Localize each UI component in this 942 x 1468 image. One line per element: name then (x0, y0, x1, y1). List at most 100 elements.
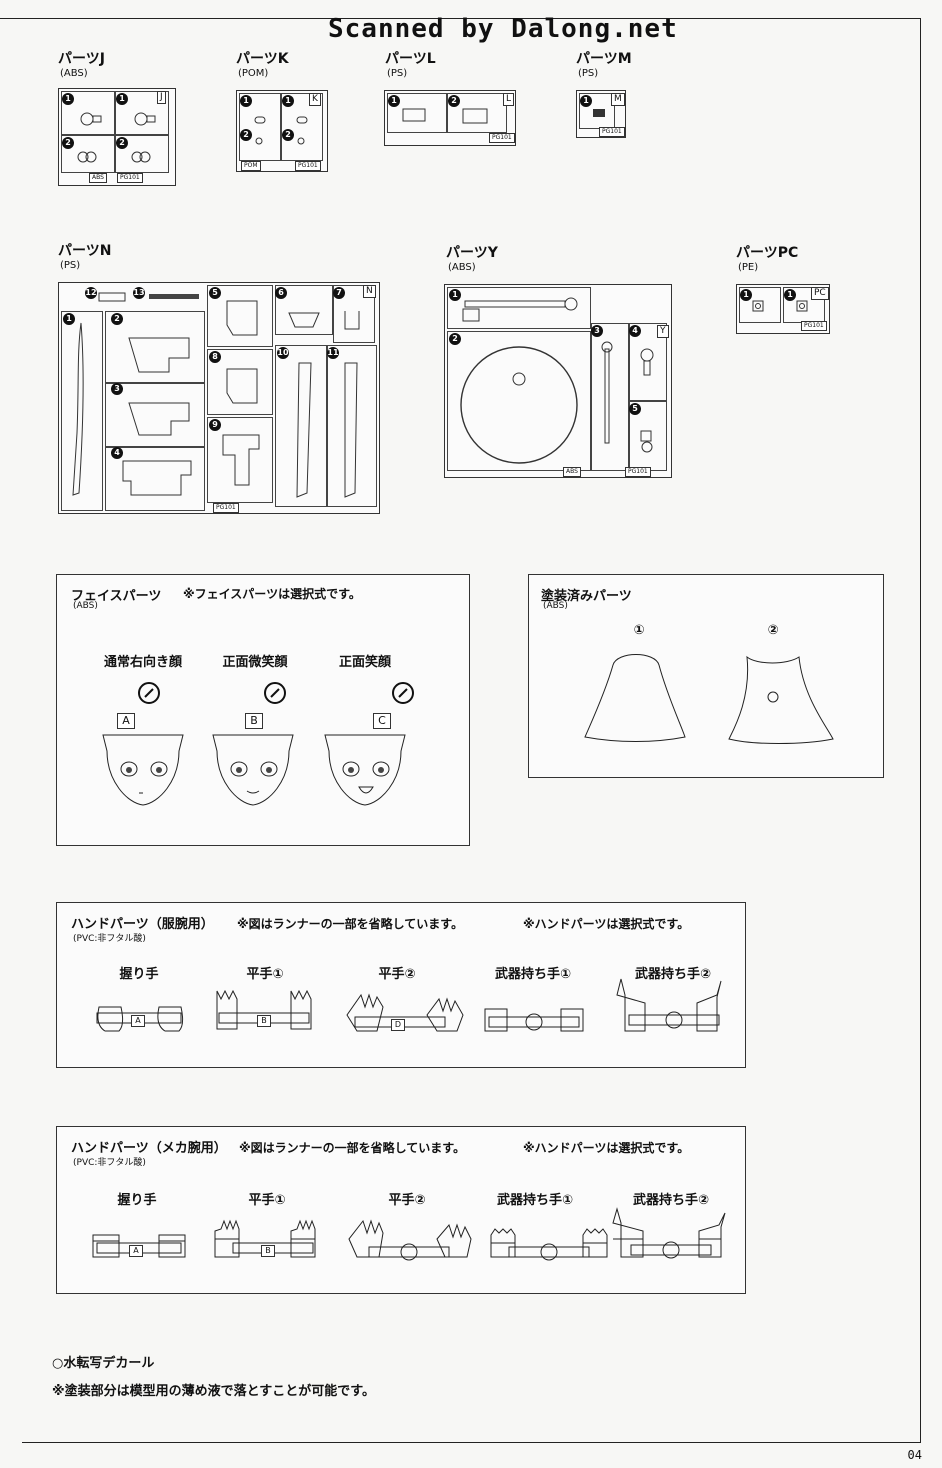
part-number: 3 (111, 383, 123, 395)
hand-cloth-letter: A (131, 1015, 145, 1027)
part-number: 1 (282, 95, 294, 107)
runner-pc-material: (PE) (738, 262, 759, 273)
runner-tag: J (157, 91, 166, 104)
part-number: 10 (277, 347, 289, 359)
runner-n-material: (PS) (60, 260, 81, 271)
part-number: 13 (133, 287, 145, 299)
runner-tag: K (309, 93, 321, 106)
part-number: 8 (209, 351, 221, 363)
part-number: 2 (111, 313, 123, 325)
part-number: 2 (62, 137, 74, 149)
runner-j: 1 1 2 2 J ABS PG101 (58, 88, 176, 186)
runner-tag: PC (811, 287, 829, 300)
painted-part-1-label: ① (633, 623, 645, 638)
hand-mecha-letter: B (261, 1245, 275, 1257)
part-number: 2 (282, 129, 294, 141)
part-number: 4 (111, 447, 123, 459)
part-number: 1 (116, 93, 128, 105)
hand-cloth-note-1: ※図はランナーの一部を省略しています。 (237, 917, 464, 931)
part-number: 2 (116, 137, 128, 149)
runner-j-material: (ABS) (60, 68, 88, 79)
face-label-c: 正面笑顔 (338, 655, 392, 670)
runner-code: PG101 (489, 133, 515, 143)
hand-parts-mecha-panel: ハンドパーツ（メカ腕用） (PVC:非フタル酸) ※図はランナーの一部を省略して… (56, 1126, 746, 1294)
part-number: 1 (449, 289, 461, 301)
runner-code: PG101 (117, 173, 143, 183)
hand-cloth-label: 平手① (246, 967, 284, 982)
hand-mecha-material: (PVC:非フタル酸) (73, 1158, 146, 1168)
runner-n-title: パーツN (58, 243, 112, 259)
hand-mecha-label: 平手① (248, 1193, 286, 1208)
painted-part-2-label: ② (767, 623, 779, 638)
face-b-drawing (212, 682, 294, 806)
runner-code: PG101 (625, 467, 651, 477)
runner-tag: Y (657, 325, 669, 338)
face-drawings (102, 682, 414, 806)
hand-mecha-drawings (92, 1207, 726, 1261)
hand-mecha-label: 握り手 (117, 1193, 157, 1208)
runner-m-parts-drawing (593, 109, 605, 117)
page-number: 04 (907, 1448, 922, 1462)
runner-pc-parts-drawing (752, 300, 808, 312)
face-label-b: 正面微笑顔 (222, 655, 288, 670)
hand-mecha-title: ハンドパーツ（メカ腕用） (71, 1141, 227, 1156)
runner-y-title: パーツY (446, 245, 498, 261)
part-number: 2 (240, 129, 252, 141)
runner-k-title: パーツK (236, 51, 289, 67)
runner-tag: M (611, 93, 625, 106)
part-number: 1 (63, 313, 75, 325)
part-number: 1 (388, 95, 400, 107)
hand-cloth-label: 武器持ち手② (634, 967, 712, 982)
part-number: 4 (629, 325, 641, 337)
hand-mecha-note-1: ※図はランナーの一部を省略しています。 (239, 1141, 466, 1155)
painted-parts-drawings (584, 654, 834, 744)
part-number: 12 (85, 287, 97, 299)
part-number: 1 (784, 289, 796, 301)
runner-l-title: パーツL (385, 51, 436, 67)
part-number: 6 (275, 287, 287, 299)
face-letter-c: C (373, 713, 391, 729)
face-parts-title: フェイスパーツ (71, 589, 162, 604)
face-parts-material: (ABS) (73, 601, 98, 611)
part-number: 5 (629, 403, 641, 415)
runner-k: 1 1 2 2 K POM PG101 (236, 90, 328, 172)
part-number: 9 (209, 419, 221, 431)
page-frame (22, 18, 921, 1443)
decal-note: ※塗装部分は模型用の薄め液で落とすことが可能です。 (52, 1384, 375, 1399)
part-number: 11 (327, 347, 339, 359)
hand-cloth-letter: D (391, 1019, 405, 1031)
runner-m-title: パーツM (576, 51, 632, 67)
runner-code: PG101 (295, 161, 321, 171)
hand-mecha-label: 平手② (388, 1193, 426, 1208)
runner-y-material: (ABS) (448, 262, 476, 273)
runner-code: PG101 (599, 127, 625, 137)
hand-mecha-letter: A (129, 1245, 143, 1257)
hand-parts-cloth-panel: ハンドパーツ（服腕用） (PVC:非フタル酸) ※図はランナーの一部を省略してい… (56, 902, 746, 1068)
runner-l-material: (PS) (387, 68, 408, 79)
hand-cloth-label: 武器持ち手① (494, 967, 572, 982)
part-number: 3 (591, 325, 603, 337)
runner-k-material: (POM) (238, 68, 269, 79)
runner-l: 1 2 L PG101 (384, 90, 516, 146)
runner-code: PG101 (801, 321, 827, 331)
runner-y: 1 2 3 4 5 Y ABS PG101 (444, 284, 672, 478)
face-parts-panel: フェイスパーツ ※フェイスパーツは選択式です。 (ABS) 通常右向き顔 正面微… (56, 574, 470, 846)
runner-l-parts-drawing (402, 108, 488, 124)
part-number: 1 (240, 95, 252, 107)
runner-code: ABS (89, 173, 107, 183)
runner-code: POM (241, 161, 261, 171)
part-number: 1 (580, 95, 592, 107)
runner-y-parts-drawing (460, 297, 654, 464)
runner-tag: L (503, 93, 515, 106)
hand-mecha-note-2: ※ハンドパーツは選択式です。 (523, 1141, 690, 1155)
part-number: 7 (333, 287, 345, 299)
hand-cloth-label: 平手② (378, 967, 416, 982)
face-parts-note: ※フェイスパーツは選択式です。 (183, 587, 361, 601)
hand-cloth-letter: B (257, 1015, 271, 1027)
part-number: 2 (449, 333, 461, 345)
page-top-border (0, 18, 920, 19)
painted-parts-panel: 塗装済みパーツ (ABS) ① ② (528, 574, 884, 778)
runner-j-parts-drawing (77, 112, 156, 163)
watermark: Scanned by Dalong.net (328, 14, 678, 44)
part-number: 1 (62, 93, 74, 105)
